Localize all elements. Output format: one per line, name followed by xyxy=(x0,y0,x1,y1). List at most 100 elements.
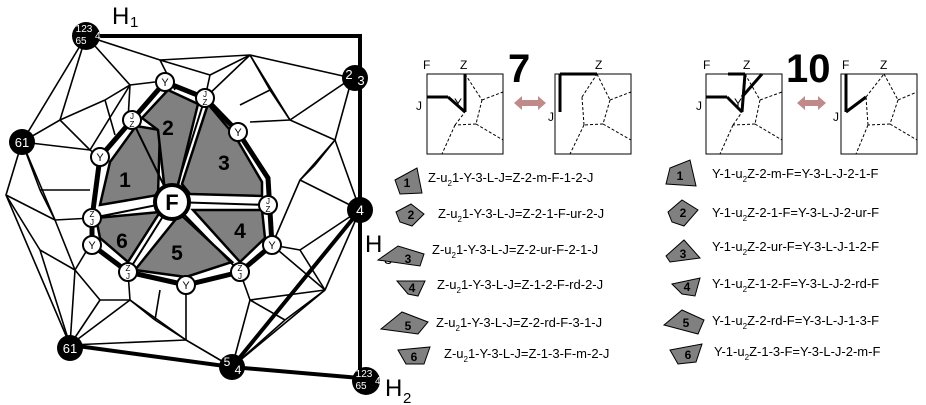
svg-text:Y-1-u2Z-2-1-F=Y-3-L-J-2-ur-F: Y-1-u2Z-2-1-F=Y-3-L-J-2-ur-F xyxy=(712,205,879,223)
svg-text:6: 6 xyxy=(411,350,418,364)
face-1 xyxy=(98,124,162,207)
svg-text:J: J xyxy=(266,197,270,206)
node-y: Y xyxy=(228,122,248,142)
badge-shape xyxy=(394,167,423,195)
face-label-5: 5 xyxy=(171,242,183,265)
svg-text:F: F xyxy=(842,58,849,72)
svg-text:3: 3 xyxy=(405,252,412,266)
svg-text:2: 2 xyxy=(408,208,415,222)
svg-text:Z: Z xyxy=(126,264,131,273)
node-zj: ZJ xyxy=(118,262,138,282)
svg-text:J: J xyxy=(696,99,702,113)
swap-arrow-10 xyxy=(797,96,826,110)
svg-text:4: 4 xyxy=(684,280,691,294)
sequence-row: 1 Y-1-u2Z-2-m-F=Y-3-L-J-2-1-F xyxy=(665,159,878,187)
vertex-hub: 4 xyxy=(347,197,373,223)
panel-7-before: F Z J Y xyxy=(416,58,504,155)
svg-text:Y: Y xyxy=(88,240,96,252)
face-label-4: 4 xyxy=(234,220,246,243)
svg-text:Y-1-u2Z-2-rd-F=Y-3-L-J-1-3-F: Y-1-u2Z-2-rd-F=Y-3-L-J-1-3-F xyxy=(712,313,879,331)
sequence-list-right: 1 Y-1-u2Z-2-m-F=Y-3-L-J-2-1-F 2 Y-1-u2Z-… xyxy=(662,159,880,365)
node-jz: JZ xyxy=(258,195,278,215)
node-y: Y xyxy=(176,275,196,295)
svg-text:3: 3 xyxy=(357,73,364,88)
sequence-row: 5 Y-1-u2Z-2-rd-F=Y-3-L-J-1-3-F xyxy=(662,309,879,335)
svg-text:H: H xyxy=(385,375,402,402)
badge-shape xyxy=(670,277,701,297)
svg-text:Y: Y xyxy=(454,96,462,110)
svg-text:F: F xyxy=(423,58,430,72)
sequence-row: 1 Z-u21-Y-3-L-J=Z-2-m-F-1-2-J xyxy=(394,167,593,195)
svg-text:Z: Z xyxy=(266,205,271,214)
badge-shape xyxy=(379,311,429,335)
svg-text:J: J xyxy=(416,99,422,113)
vertex-top-right: 2 3 xyxy=(342,65,368,91)
svg-text:Z: Z xyxy=(743,58,750,72)
svg-text:Z-u21-Y-3-L-J=Z-1-3-F-m-2-J: Z-u21-Y-3-L-J=Z-1-3-F-m-2-J xyxy=(444,346,609,364)
svg-text:65: 65 xyxy=(355,381,367,392)
svg-text:H: H xyxy=(112,3,129,30)
svg-text:2: 2 xyxy=(403,390,411,405)
svg-text:H: H xyxy=(365,231,382,258)
badge-shape xyxy=(665,159,697,187)
badge-shape xyxy=(669,343,703,365)
svg-text:Z: Z xyxy=(90,210,95,219)
face-6 xyxy=(94,210,163,264)
svg-text:1: 1 xyxy=(404,176,411,190)
svg-text:Z: Z xyxy=(460,58,467,72)
face-label-3: 3 xyxy=(218,152,230,175)
small-nodes: Y JZ Y JZ Y ZJ Y ZJ Y ZJ Y JZ xyxy=(82,72,282,295)
node-y: Y xyxy=(155,72,175,92)
node-y: Y xyxy=(90,147,110,167)
svg-text:Z-u21-Y-3-L-J=Z-2-m-F-1-2-J: Z-u21-Y-3-L-J=Z-2-m-F-1-2-J xyxy=(428,170,593,188)
node-jz: JZ xyxy=(122,110,142,130)
svg-text:1: 1 xyxy=(130,14,138,31)
comparison-7: F Z J Y 7 Z xyxy=(416,47,632,155)
vertex-bottom-right: 123 65 4 xyxy=(352,367,381,395)
vertex-bottom-mid: 5 4 xyxy=(219,354,245,380)
sequence-list-left: 1 Z-u21-Y-3-L-J=Z-2-m-F-1-2-J 2 Z-u21-Y-… xyxy=(376,167,609,365)
svg-text:J: J xyxy=(203,90,207,99)
svg-text:J: J xyxy=(238,272,242,281)
svg-text:5: 5 xyxy=(224,355,231,369)
svg-text:Z: Z xyxy=(880,58,887,72)
svg-text:4: 4 xyxy=(95,31,101,42)
face-labels: 1 2 3 4 5 6 xyxy=(116,117,246,265)
svg-text:Y-1-u2Z-2-ur-F=Y-3-L-J-1-2-F: Y-1-u2Z-2-ur-F=Y-3-L-J-1-2-F xyxy=(712,239,879,257)
face-label-1: 1 xyxy=(119,169,131,192)
badge-shape xyxy=(376,245,425,267)
svg-text:61: 61 xyxy=(15,135,29,150)
svg-text:Z: Z xyxy=(238,264,243,273)
svg-text:J: J xyxy=(833,110,839,124)
sequence-row: 5 Z-u21-Y-3-L-J=Z-2-rd-F-3-1-J xyxy=(379,311,602,335)
comparison-10: F Z J Y 10 F Z xyxy=(696,47,918,155)
node-zj: ZJ xyxy=(230,262,250,282)
svg-text:J: J xyxy=(130,112,134,121)
panel-7-after: Z J xyxy=(548,58,632,155)
svg-text:1: 1 xyxy=(677,169,684,183)
outer-frame xyxy=(69,34,362,380)
panel-10-before: F Z J Y xyxy=(696,58,783,155)
sequence-row: 4 Z-u21-Y-3-L-J=Z-1-2-F-rd-2-J xyxy=(395,277,603,297)
badge-shape xyxy=(665,239,701,263)
svg-text:123: 123 xyxy=(76,24,93,35)
vertex-top-left: 123 65 4 xyxy=(72,22,101,50)
svg-text:Y-1-u2Z-1-3-F=Y-3-L-J-2-m-F: Y-1-u2Z-1-3-F=Y-3-L-J-2-m-F xyxy=(714,344,880,362)
node-jz: JZ xyxy=(195,88,215,108)
svg-text:3: 3 xyxy=(680,247,687,261)
svg-text:61: 61 xyxy=(63,341,77,356)
svg-text:4: 4 xyxy=(356,202,364,218)
vertex-bottom-left: 61 xyxy=(57,335,83,361)
badge-shape xyxy=(395,280,426,297)
sequence-row: 2 Z-u21-Y-3-L-J=Z-2-1-F-ur-2-J xyxy=(395,203,604,227)
badge-shape xyxy=(667,199,699,227)
vertex-left: 61 xyxy=(9,129,35,155)
svg-text:Y: Y xyxy=(734,96,742,110)
center-node: F xyxy=(153,183,191,221)
sequence-row: 6 Y-1-u2Z-1-3-F=Y-3-L-J-2-m-F xyxy=(669,343,880,365)
face-label-2: 2 xyxy=(162,117,174,140)
svg-text:2: 2 xyxy=(680,206,687,220)
badge-shape xyxy=(397,346,431,365)
